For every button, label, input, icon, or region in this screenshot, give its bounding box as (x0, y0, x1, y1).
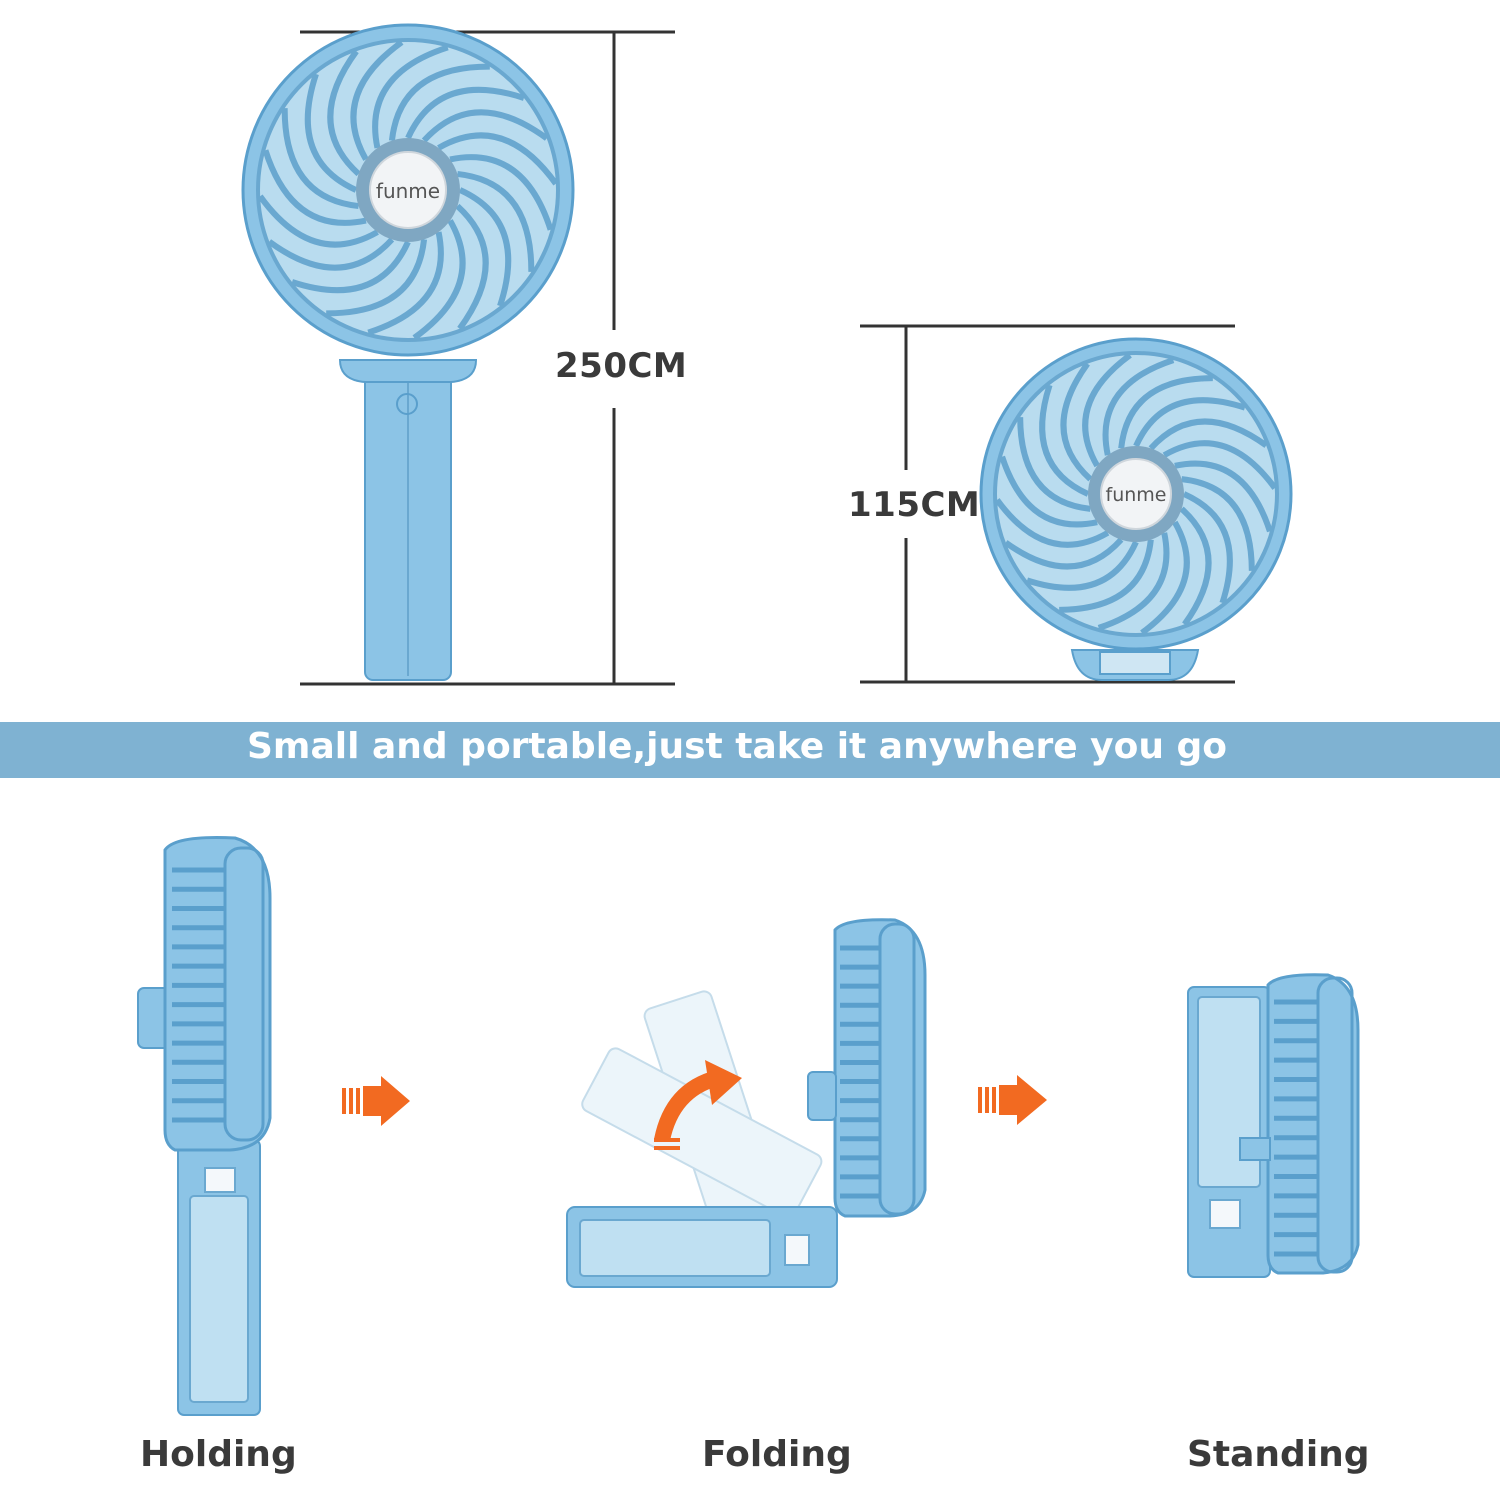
banner-text: Small and portable,just take it anywhere… (247, 726, 1228, 767)
banner: Small and portable,just take it anywhere… (0, 722, 1500, 778)
fan-folded-front: funme (979, 337, 1293, 681)
caption-holding: Holding (140, 1434, 297, 1475)
caption-folding: Folding (702, 1434, 852, 1475)
folded-height-label: 115CM (844, 485, 985, 525)
brand-logo-folded: funme (1106, 484, 1167, 506)
caption-standing: Standing (1187, 1434, 1370, 1475)
dimension-lines-unfolded (300, 30, 1235, 686)
fan-unfolded-front: funme (241, 23, 575, 681)
unfolded-height-label: 250CM (551, 346, 692, 386)
brand-logo-front: funme (376, 179, 440, 203)
